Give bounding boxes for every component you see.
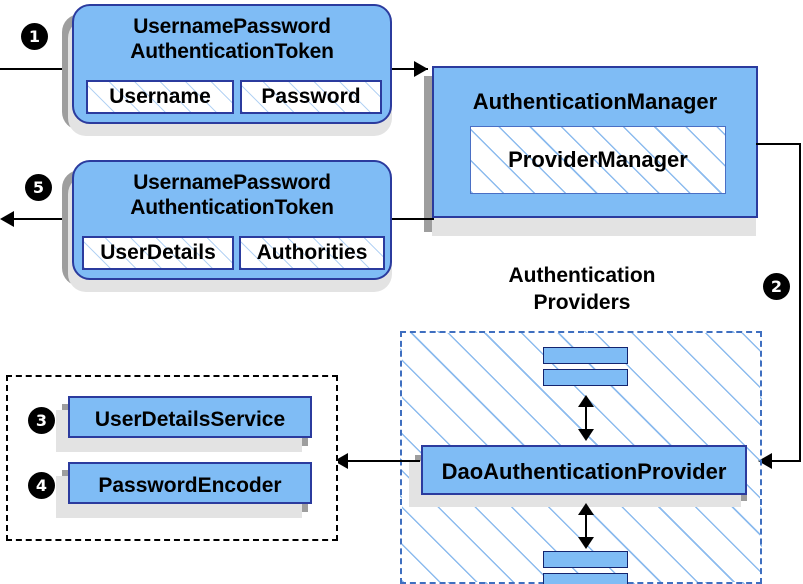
response-output-line <box>14 218 74 220</box>
manager-to-provider-top-line <box>756 143 801 145</box>
manager-to-provider-bottom-line <box>770 460 801 462</box>
userdetails-service[interactable]: UserDetailsService <box>68 396 312 438</box>
provider-link-bottom-line <box>585 509 587 541</box>
providers-title-line1: Authentication <box>508 264 656 287</box>
provider-link-top-line <box>585 401 587 433</box>
response-authentication-token[interactable]: UsernamePassword AuthenticationToken Use… <box>72 160 392 280</box>
incoming-request-line <box>0 68 68 70</box>
provider-to-dependencies-line <box>348 460 420 462</box>
response-token-title: UsernamePassword AuthenticationToken <box>74 170 390 220</box>
provider-placeholder-top-1[interactable] <box>543 347 628 364</box>
authentication-manager[interactable]: AuthenticationManager ProviderManager <box>432 66 758 218</box>
response-token-slot-userdetails[interactable]: UserDetails <box>82 236 234 270</box>
provider-placeholder-top-2[interactable] <box>543 369 628 386</box>
provider-link-top-arrow-down <box>578 429 594 441</box>
step-marker-1: 1 <box>22 24 47 49</box>
request-token-title: UsernamePassword AuthenticationToken <box>74 14 390 64</box>
step-marker-5: 5 <box>26 175 51 200</box>
authentication-manager-label: AuthenticationManager <box>472 89 718 114</box>
request-token-slot-password[interactable]: Password <box>240 80 382 114</box>
providers-title-line2: Providers <box>533 291 631 314</box>
password-encoder-label: PasswordEncoder <box>98 474 282 497</box>
manager-to-response-line <box>388 218 434 220</box>
request-to-manager-arrowhead <box>414 61 428 77</box>
response-token-title-line1: UsernamePassword <box>133 171 331 194</box>
manager-to-provider-vertical-line <box>799 143 801 461</box>
password-encoder[interactable]: PasswordEncoder <box>68 462 312 504</box>
provider-link-bottom-arrow-down <box>578 537 594 549</box>
step-marker-4: 4 <box>29 473 54 498</box>
dao-authentication-provider[interactable]: DaoAuthenticationProvider <box>421 445 747 495</box>
response-token-slot-authorities[interactable]: Authorities <box>239 236 385 270</box>
userdetails-service-label: UserDetailsService <box>94 408 286 431</box>
response-output-arrowhead <box>0 211 14 227</box>
request-authentication-token[interactable]: UsernamePassword AuthenticationToken Use… <box>72 4 392 124</box>
request-token-title-line1: UsernamePassword <box>133 15 331 38</box>
provider-placeholder-bottom-2[interactable] <box>543 573 628 584</box>
step-marker-3: 3 <box>29 408 54 433</box>
request-token-slot-username[interactable]: Username <box>86 80 234 114</box>
authentication-providers-group: DaoAuthenticationProvider <box>400 331 762 584</box>
request-to-manager-line <box>392 68 428 70</box>
providers-group-title: Authentication Providers <box>470 262 694 316</box>
provider-manager[interactable]: ProviderManager <box>470 126 726 194</box>
step-marker-2: 2 <box>764 274 789 299</box>
request-token-title-line2: AuthenticationToken <box>130 40 334 63</box>
provider-placeholder-bottom-1[interactable] <box>543 551 628 568</box>
dao-authentication-provider-label: DaoAuthenticationProvider <box>441 459 727 484</box>
response-token-title-line2: AuthenticationToken <box>130 196 334 219</box>
